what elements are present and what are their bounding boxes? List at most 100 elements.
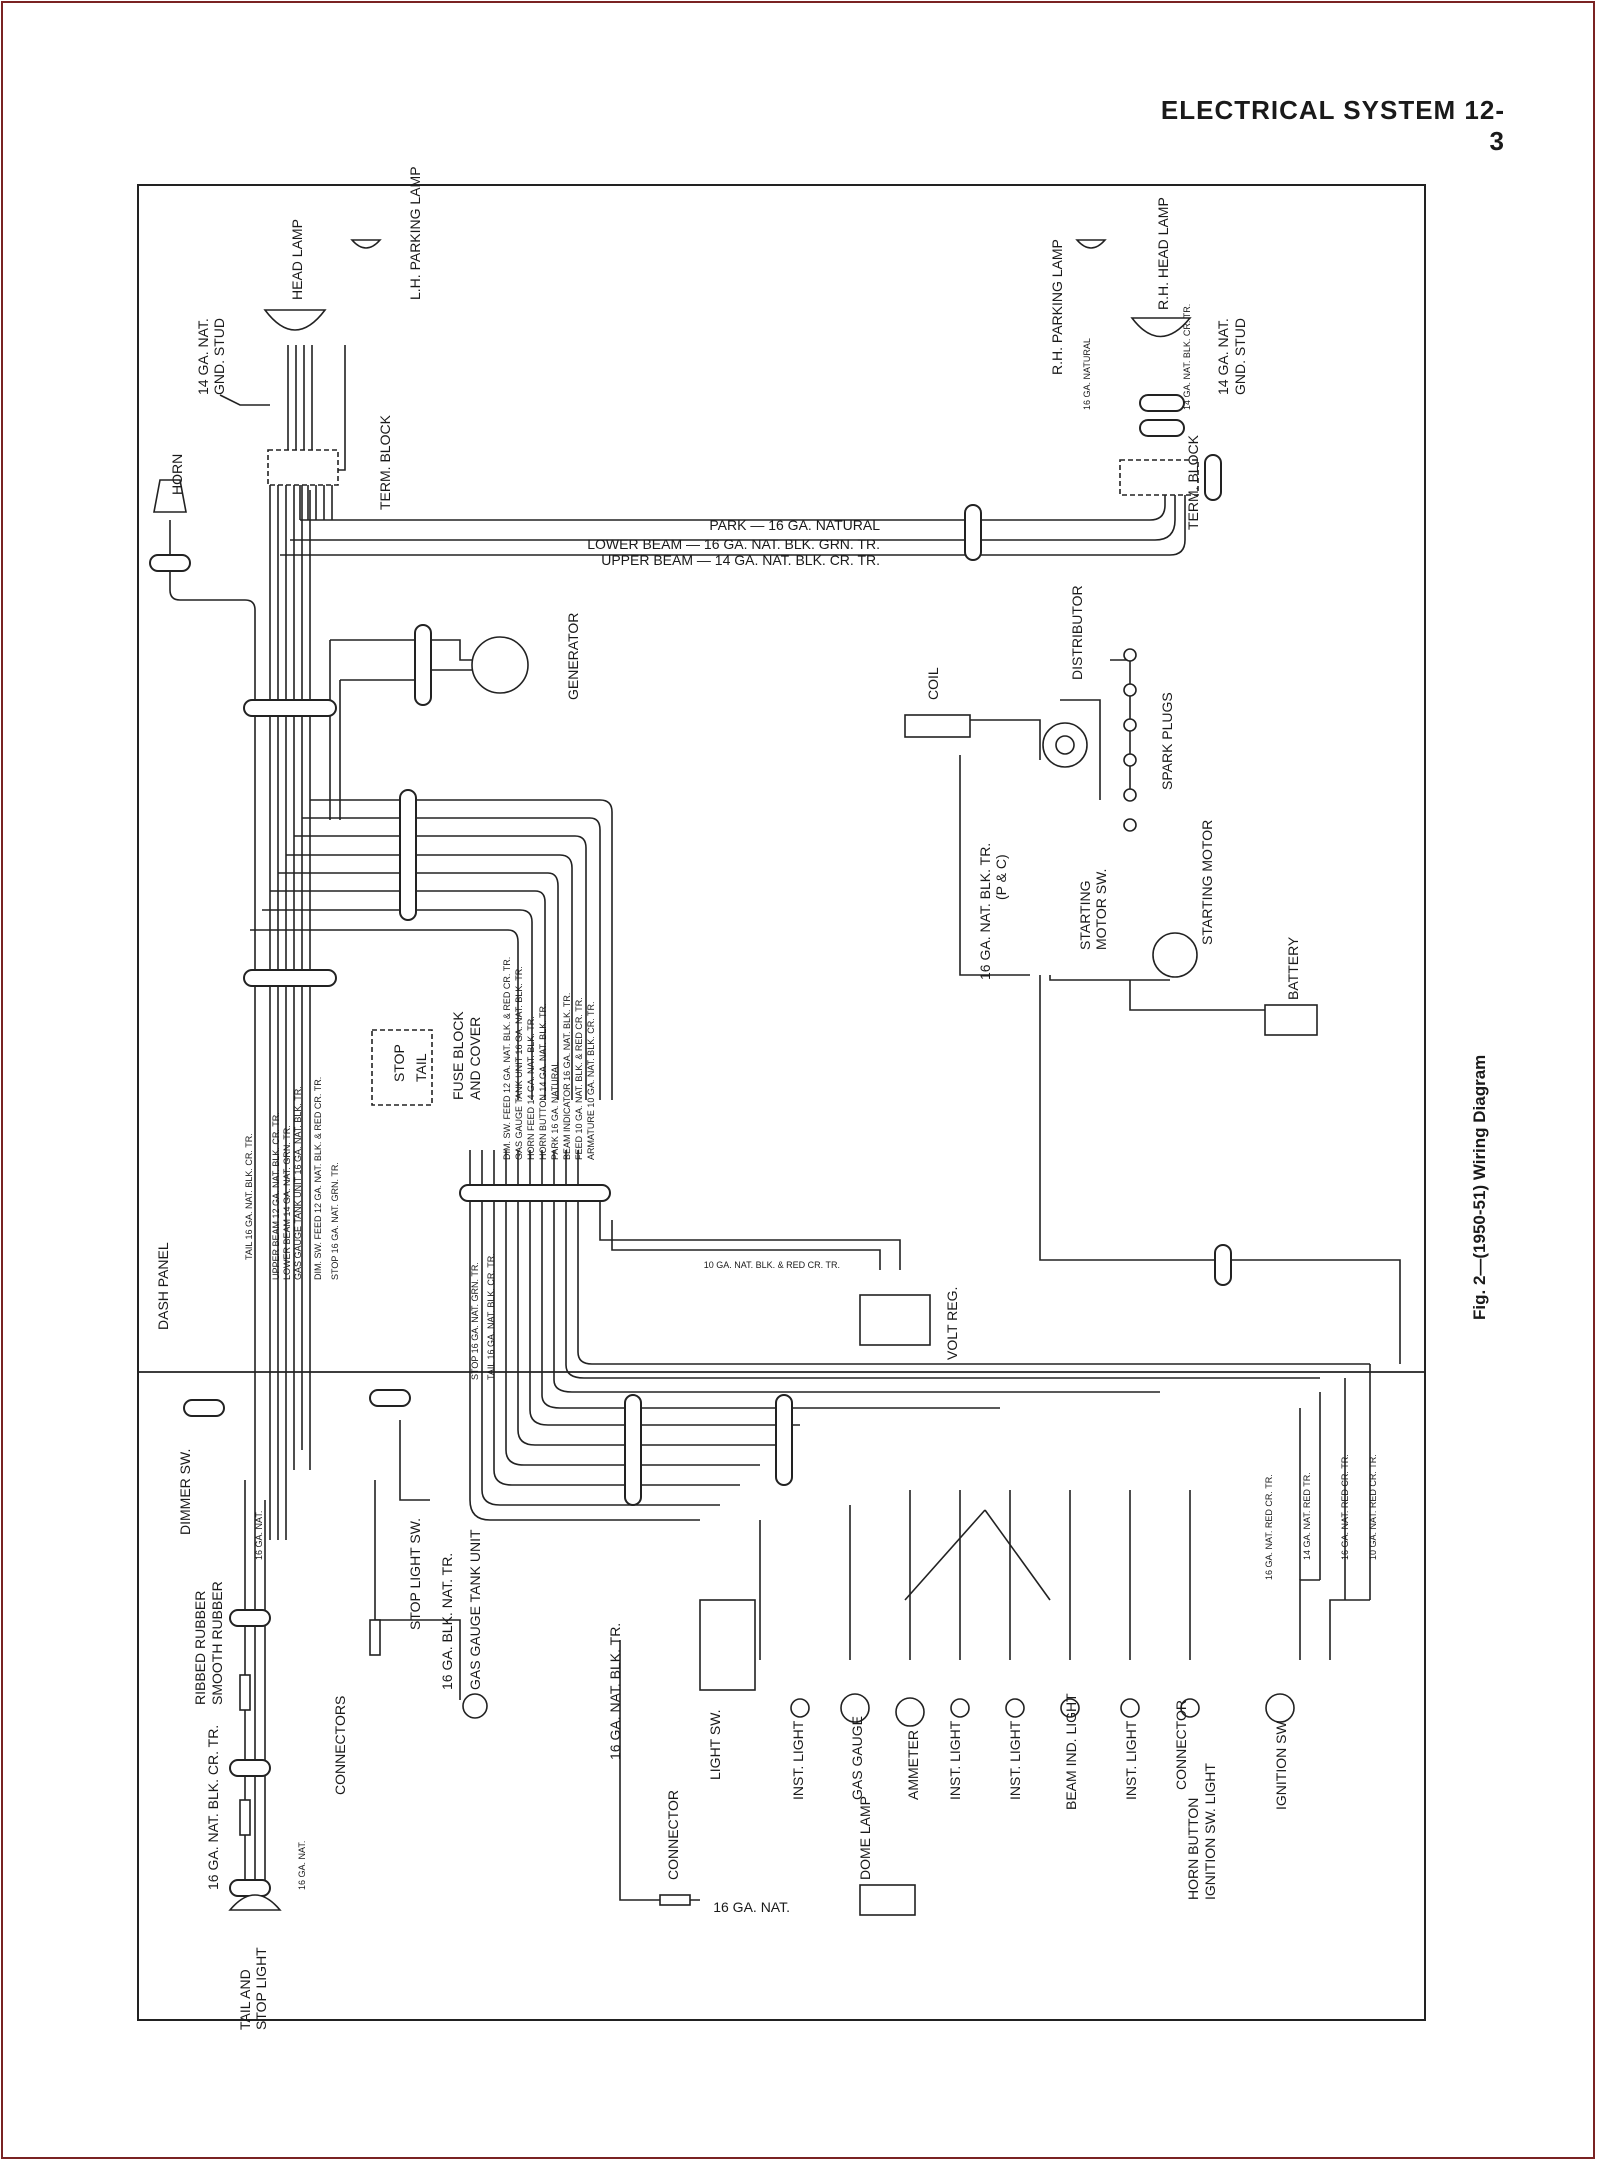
- harness-label-7: DIM. SW. FEED 12 GA. NAT. BLK. & RED CR.…: [502, 957, 512, 1160]
- gnd-stud-lh-label-2: GND. STUD: [211, 318, 227, 395]
- starting-motor-sw-label-2: MOTOR SW.: [1093, 869, 1109, 950]
- rh-park-wire-label: 16 GA. NATURAL: [1082, 338, 1092, 410]
- horn-button-label: HORN BUTTON: [1185, 1798, 1201, 1900]
- gnd-stud-lh-label-1: 14 GA. NAT.: [195, 318, 211, 395]
- light-switch-symbol: [699, 1599, 756, 1691]
- tail-wire-label-2: 16 GA. NAT.: [297, 1841, 307, 1890]
- connector-symbol-3: [369, 1619, 381, 1656]
- tail-label: TAIL: [413, 1053, 429, 1082]
- horn-symbol: [153, 479, 187, 513]
- dash-panel-label: DASH PANEL: [155, 1242, 171, 1330]
- rh-head-wire-label: 14 GA. NAT. BLK. CR. TR.: [1182, 304, 1192, 410]
- ign-wire-label-1: 16 GA. NAT. RED CR. TR.: [1264, 1474, 1274, 1580]
- lh-term-block-symbol: [267, 449, 339, 486]
- harness-label-1: TAIL 16 GA. NAT. BLK. CR. TR.: [244, 1133, 254, 1260]
- ignition-sw-label: IGNITION SW: [1273, 1721, 1289, 1810]
- harness-label-6: STOP 16 GA. NAT. GRN. TR.: [330, 1162, 340, 1280]
- park-wire-label: PARK — 16 GA. NATURAL: [709, 517, 880, 533]
- head-lamp-lh-label: HEAD LAMP: [289, 219, 305, 300]
- inst-light-label-1: INST. LIGHT: [790, 1720, 806, 1800]
- ammeter-symbol: [895, 1697, 925, 1727]
- lh-parking-lamp-symbol: [350, 239, 382, 249]
- horn-label: HORN: [169, 454, 185, 495]
- generator-label: GENERATOR: [565, 613, 581, 700]
- lower-beam-wire-label: LOWER BEAM — 16 GA. NAT. BLK. GRN. TR.: [587, 536, 880, 552]
- connector-symbol-1: [239, 1674, 251, 1711]
- lh-head-lamp-symbol: [263, 309, 327, 331]
- connector-symbol-4: [659, 1894, 691, 1906]
- inst-light-symbol-3: [1005, 1698, 1025, 1718]
- battery-symbol: [1264, 1004, 1318, 1036]
- diagram-labels: HORN HEAD LAMP L.H. PARKING LAMP 14 GA. …: [155, 166, 1489, 2030]
- stop-label: STOP: [391, 1044, 407, 1082]
- coil-symbol: [904, 714, 971, 738]
- gnd-stud-rh-label-2: GND. STUD: [1232, 318, 1248, 395]
- gas-wire-label: 16 GA. BLK. NAT. TR.: [439, 1553, 455, 1690]
- gas-gauge-label: GAS GAUGE: [849, 1716, 865, 1800]
- rh-term-block-symbol: [1119, 459, 1199, 496]
- spark-plugs-symbol: [1123, 648, 1137, 832]
- generator-symbol: [471, 636, 529, 694]
- volt-reg-label: VOLT REG.: [944, 1287, 960, 1360]
- gnd-stud-rh-label-1: 14 GA. NAT.: [1215, 318, 1231, 395]
- fuse-block-label-1: FUSE BLOCK: [450, 1011, 466, 1100]
- beam-ind-light-symbol: [1060, 1698, 1080, 1718]
- harness-label-15: STOP 16 GA. NAT. GRN. TR.: [470, 1262, 480, 1380]
- inst-light-symbol-1: [790, 1698, 810, 1718]
- wiring-harness: [169, 345, 1401, 1901]
- wire-clamps: [149, 394, 1232, 1897]
- connector-label-2: CONNECTOR: [1173, 1700, 1189, 1790]
- distributor-label: DISTRIBUTOR: [1069, 585, 1085, 680]
- upper-beam-wire-label: UPPER BEAM — 14 GA. NAT. BLK. CR. TR.: [601, 552, 880, 568]
- rh-head-lamp-label: R.H. HEAD LAMP: [1155, 197, 1171, 310]
- starting-motor-label: STARTING MOTOR: [1199, 820, 1215, 945]
- ignition-sw-symbol: [1265, 1693, 1295, 1723]
- spark-plugs-label: SPARK PLUGS: [1159, 692, 1175, 790]
- inst-light-label-4: INST. LIGHT: [1123, 1720, 1139, 1800]
- term-block-lh-label: TERM. BLOCK: [377, 414, 393, 510]
- page-header: ELECTRICAL SYSTEM 12-3: [1160, 95, 1505, 156]
- smooth-rubber-label: SMOOTH RUBBER: [209, 1581, 225, 1705]
- connector-symbol-2: [239, 1799, 251, 1836]
- dome-wire-label: 16 GA. NAT.: [713, 1899, 790, 1915]
- beam-ind-light-label: BEAM IND. LIGHT: [1063, 1693, 1079, 1810]
- volt-reg-wire-label: 10 GA. NAT. BLK. & RED CR. TR.: [704, 1260, 840, 1270]
- fuse-block-symbol: [371, 1029, 433, 1106]
- inst-light-label-3: INST. LIGHT: [1007, 1720, 1023, 1800]
- dome-lamp-symbol: [859, 1884, 916, 1916]
- harness-label-16: TAIL 16 GA. NAT. BLK. CR. TR.: [486, 1253, 496, 1380]
- harness-label-2: UPPER BEAM 12 GA. NAT. BLK. CR. TR.: [271, 1112, 281, 1280]
- ammeter-label: AMMETER: [905, 1730, 921, 1800]
- volt-reg-symbol: [859, 1294, 931, 1346]
- harness-label-5: DIM. SW. FEED 12 GA. NAT. BLK. & RED CR.…: [313, 1077, 323, 1280]
- ign-wire-label-2: 14 GA. NAT. RED TR.: [1302, 1472, 1312, 1560]
- coil-wire-label-2: (P & C): [993, 854, 1009, 900]
- harness-label-9: HORN FEED 14 GA. NAT. BLK. TR.: [526, 1016, 536, 1160]
- tail-stop-light-label-1: TAIL AND: [237, 1969, 253, 2030]
- inst-light-symbol-2: [950, 1698, 970, 1718]
- term-block-rh-label: TERM. BLOCK: [1185, 434, 1201, 530]
- ignition-sw-light-symbol: [1180, 1698, 1200, 1718]
- connectors-label: CONNECTORS: [332, 1696, 348, 1795]
- rh-parking-lamp-symbol: [1075, 239, 1107, 249]
- harness-label-13: FEED 10 GA. NAT. BLK. & RED CR. TR.: [574, 997, 584, 1160]
- tail-wire-label: 16 GA. NAT. BLK. CR. TR.: [205, 1725, 221, 1890]
- harness-label-11: PARK 16 GA. NATURAL: [550, 1062, 560, 1160]
- ign-wire-label-3: 16 GA. NAT. RED CR. TR.: [1340, 1454, 1350, 1560]
- dome-lamp-label: DOME LAMP: [857, 1796, 873, 1880]
- ign-wire-label-4: 10 GA. NAT. RED CR. TR.: [1368, 1454, 1378, 1560]
- starting-motor-symbol: [1152, 932, 1198, 978]
- rh-head-lamp-symbol: [1130, 317, 1192, 338]
- light-sw-label: LIGHT SW.: [707, 1709, 723, 1780]
- harness-label-4: GAS GAUGE TANK UNIT 16 GA. NAT. BLK. TR.: [293, 1086, 303, 1280]
- harness-label-12: BEAM INDICATOR 16 GA. NAT. BLK. TR.: [562, 993, 572, 1160]
- ribbed-rubber-label: RIBBED RUBBER: [192, 1591, 208, 1705]
- battery-label: BATTERY: [1285, 936, 1301, 1000]
- inst-light-label-2: INST. LIGHT: [947, 1720, 963, 1800]
- fuse-block-label-2: AND COVER: [467, 1017, 483, 1100]
- coil-wire-label-1: 16 GA. NAT. BLK. TR.: [977, 843, 993, 980]
- light-sw-wire-label: 16 GA. NAT. BLK. TR.: [607, 1623, 623, 1760]
